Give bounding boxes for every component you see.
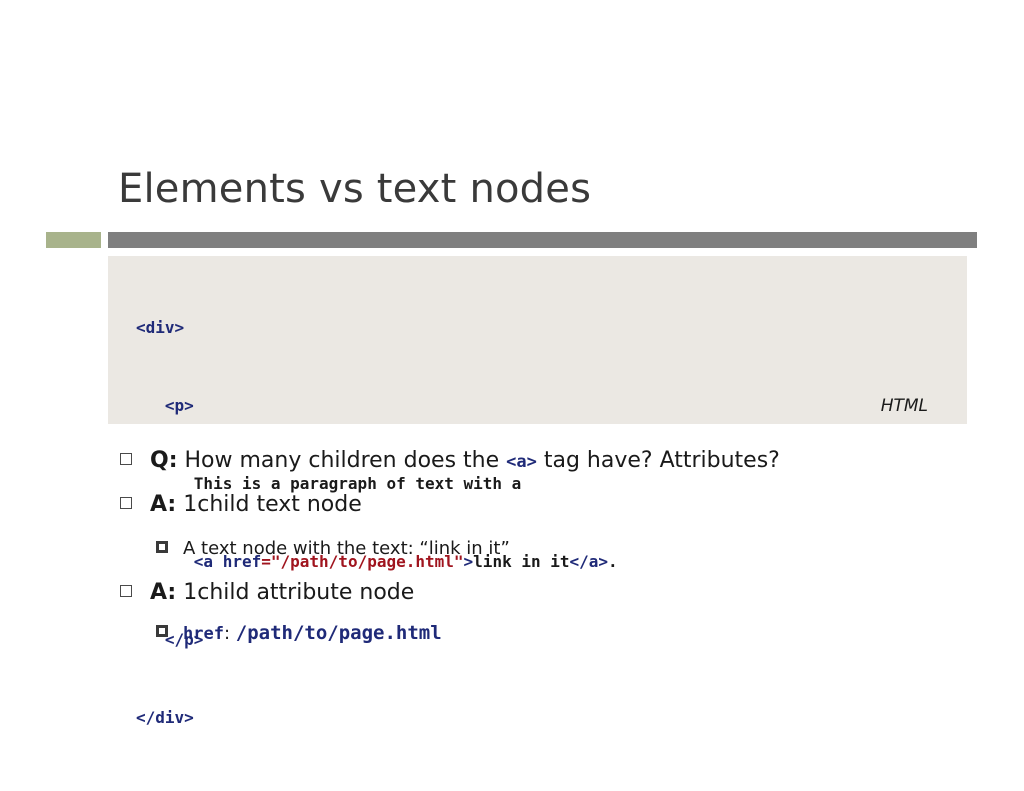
- bullet-text: How many children does the: [184, 448, 500, 473]
- code-block: [108, 256, 967, 424]
- bullet-text: 1child text node: [183, 492, 362, 517]
- bullet-label: A:: [150, 580, 177, 605]
- bullet-answer-2: A: 1child attribute node: [120, 580, 415, 605]
- inline-code: <a>: [506, 452, 537, 472]
- filled-square-bullet-icon: [156, 541, 168, 553]
- code-token: </p>: [164, 630, 204, 649]
- code-listing: <div> <p> This is a paragraph of text wi…: [136, 263, 618, 757]
- code-line-6: </div>: [136, 705, 618, 731]
- slide-title: Elements vs text nodes: [118, 166, 592, 212]
- sub-bullet-text: A text node with the text: “link in it”: [183, 538, 510, 559]
- code-line-2: <p>: [136, 393, 618, 419]
- square-bullet-icon: [120, 497, 132, 509]
- bullet-text: 1child attribute node: [183, 580, 415, 605]
- bullet-text: tag have? Attributes?: [543, 448, 780, 473]
- bullet-label: A:: [150, 492, 177, 517]
- code-token: href: [222, 552, 262, 571]
- title-rule: [108, 232, 977, 248]
- code-token: </div>: [136, 708, 194, 727]
- square-bullet-icon: [120, 453, 132, 465]
- sub-bullet-answer-1: A text node with the text: “link in it”: [156, 538, 510, 559]
- bullet-question: Q: How many children does the <a> tag ha…: [120, 448, 780, 473]
- code-line-1: <div>: [136, 315, 618, 341]
- code-token: >: [463, 552, 474, 571]
- code-token: <a: [193, 552, 223, 571]
- code-line-3: This is a paragraph of text with a: [136, 471, 618, 497]
- code-token: This is a paragraph of text with a: [193, 474, 522, 493]
- filled-square-bullet-icon: [156, 625, 168, 637]
- code-token: <div>: [136, 318, 185, 337]
- code-token: <p>: [164, 396, 194, 415]
- code-language-label: HTML: [880, 396, 928, 416]
- code-token: link in it: [473, 552, 570, 571]
- code-token: </a>: [569, 552, 609, 571]
- accent-bar: [46, 232, 101, 248]
- bullet-label: Q:: [150, 448, 178, 473]
- code-line-5: </p>: [136, 627, 618, 653]
- code-token: .: [608, 552, 618, 571]
- sub-bullet-answer-2: href: /path/to/page.html: [156, 622, 442, 644]
- attribute-name: href: [183, 624, 224, 644]
- separator: :: [223, 623, 231, 644]
- bullet-answer-1: A: 1child text node: [120, 492, 362, 517]
- code-token: "/path/to/page.html": [270, 552, 464, 571]
- code-line-4: <a href="/path/to/page.html">link in it<…: [136, 549, 618, 575]
- code-token: =: [261, 552, 271, 571]
- square-bullet-icon: [120, 585, 132, 597]
- attribute-value: /path/to/page.html: [235, 622, 442, 644]
